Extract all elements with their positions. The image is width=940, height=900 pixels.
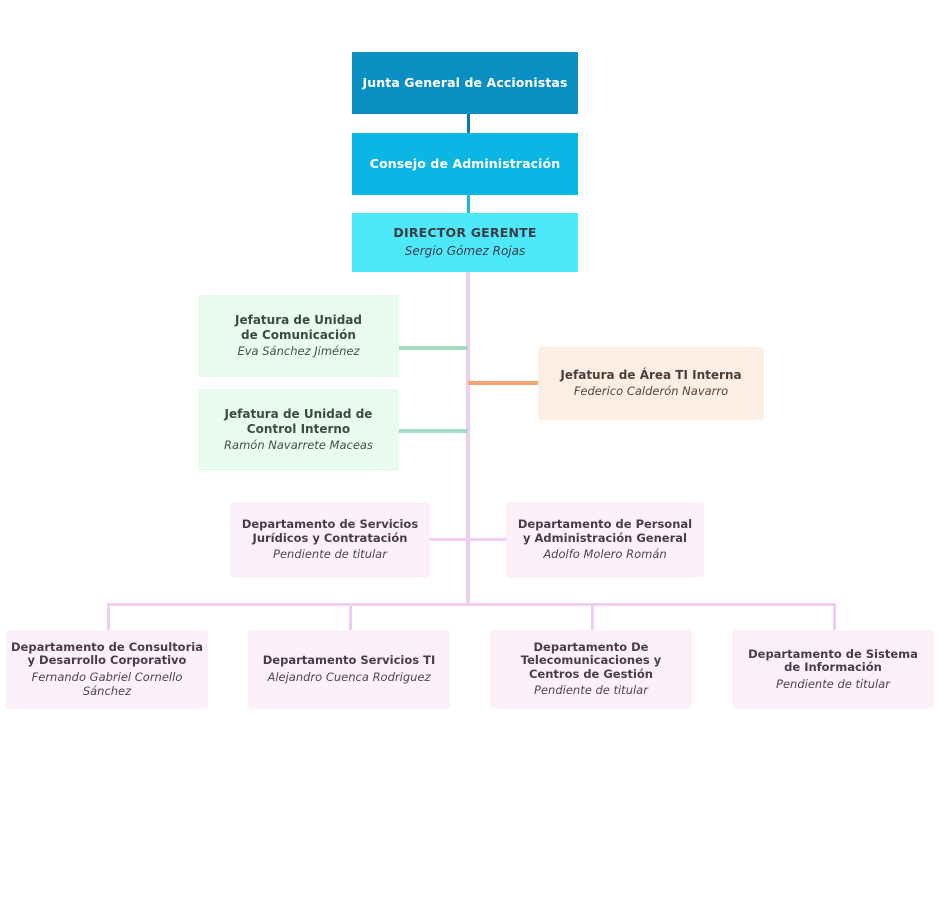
connector-control-interno (397, 429, 468, 433)
node-junta-general-de-accionistas[interactable]: Junta General de Accionistas (352, 52, 578, 114)
node-person: Ramón Navarrete Maceas (224, 437, 373, 452)
node-departamento-telecomunicaciones[interactable]: Departamento De Telecomunicaciones y Cen… (490, 630, 692, 709)
node-person: Pendiente de titular (776, 676, 890, 691)
node-departamento-sistema-informacion[interactable]: Departamento de Sistema de Información P… (732, 630, 934, 709)
node-title: Junta General de Accionistas (362, 74, 568, 90)
node-title: Jefatura de Área TI Interna (560, 368, 742, 383)
node-person: Pendiente de titular (534, 683, 648, 698)
connector-drop-servicios-ti (349, 603, 352, 630)
connector-comunicacion (397, 346, 468, 350)
node-person: Adolfo Molero Román (543, 547, 667, 562)
node-title: Consejo de Administración (369, 155, 561, 171)
node-title: Departamento de Servicios Jurídicos y Co… (241, 517, 419, 545)
node-departamento-personal-administracion[interactable]: Departamento de Personal y Administració… (506, 502, 704, 578)
node-title: Departamento De Telecomunicaciones y Cen… (520, 639, 662, 681)
node-title: DIRECTOR GERENTE (393, 225, 537, 241)
node-title: Departamento de Personal y Administració… (517, 517, 693, 545)
node-title: Departamento de Sistema de Información (748, 646, 918, 675)
node-title: Departamento de Consultoria y Desarrollo… (11, 639, 203, 668)
node-title: Departamento Servicios TI (262, 653, 436, 668)
node-departamento-servicios-juridicos[interactable]: Departamento de Servicios Jurídicos y Co… (230, 502, 430, 578)
node-consejo-de-administracion[interactable]: Consejo de Administración (352, 133, 578, 195)
node-person: Eva Sánchez Jiménez (237, 343, 360, 358)
connector-dept-mid-row (430, 538, 506, 541)
node-person: Alejandro Cuenca Rodriguez (267, 669, 431, 684)
node-title: Jefatura de Unidad de Control Interno (224, 407, 373, 436)
node-person: Federico Calderón Navarro (573, 384, 729, 399)
node-person: Pendiente de titular (273, 547, 387, 562)
connector-junta-consejo (467, 114, 470, 134)
node-departamento-consultoria-desarrollo[interactable]: Departamento de Consultoria y Desarrollo… (6, 630, 208, 709)
connector-drop-consultoria (107, 603, 110, 630)
node-jefatura-unidad-comunicacion[interactable]: Jefatura de Unidad de Comunicación Eva S… (198, 295, 399, 377)
node-jefatura-unidad-control-interno[interactable]: Jefatura de Unidad de Control Interno Ra… (198, 389, 399, 471)
node-departamento-servicios-ti[interactable]: Departamento Servicios TI Alejandro Cuen… (248, 630, 450, 709)
connector-consejo-director (467, 194, 470, 213)
node-title: Jefatura de Unidad de Comunicación (235, 313, 362, 342)
connector-drop-sistema-info (833, 603, 836, 630)
node-jefatura-area-ti-interna[interactable]: Jefatura de Área TI Interna Federico Cal… (538, 347, 764, 420)
connector-drop-telecom (591, 603, 594, 630)
connector-bottom-bus (107, 603, 836, 606)
node-person: Fernando Gabriel Cornello Sánchez (31, 669, 183, 698)
node-person: Sergio Gómez Rojas (404, 244, 526, 259)
connector-ti-interna (468, 381, 539, 385)
node-director-gerente[interactable]: DIRECTOR GERENTE Sergio Gómez Rojas (352, 213, 578, 272)
connector-main-trunk (466, 272, 470, 605)
